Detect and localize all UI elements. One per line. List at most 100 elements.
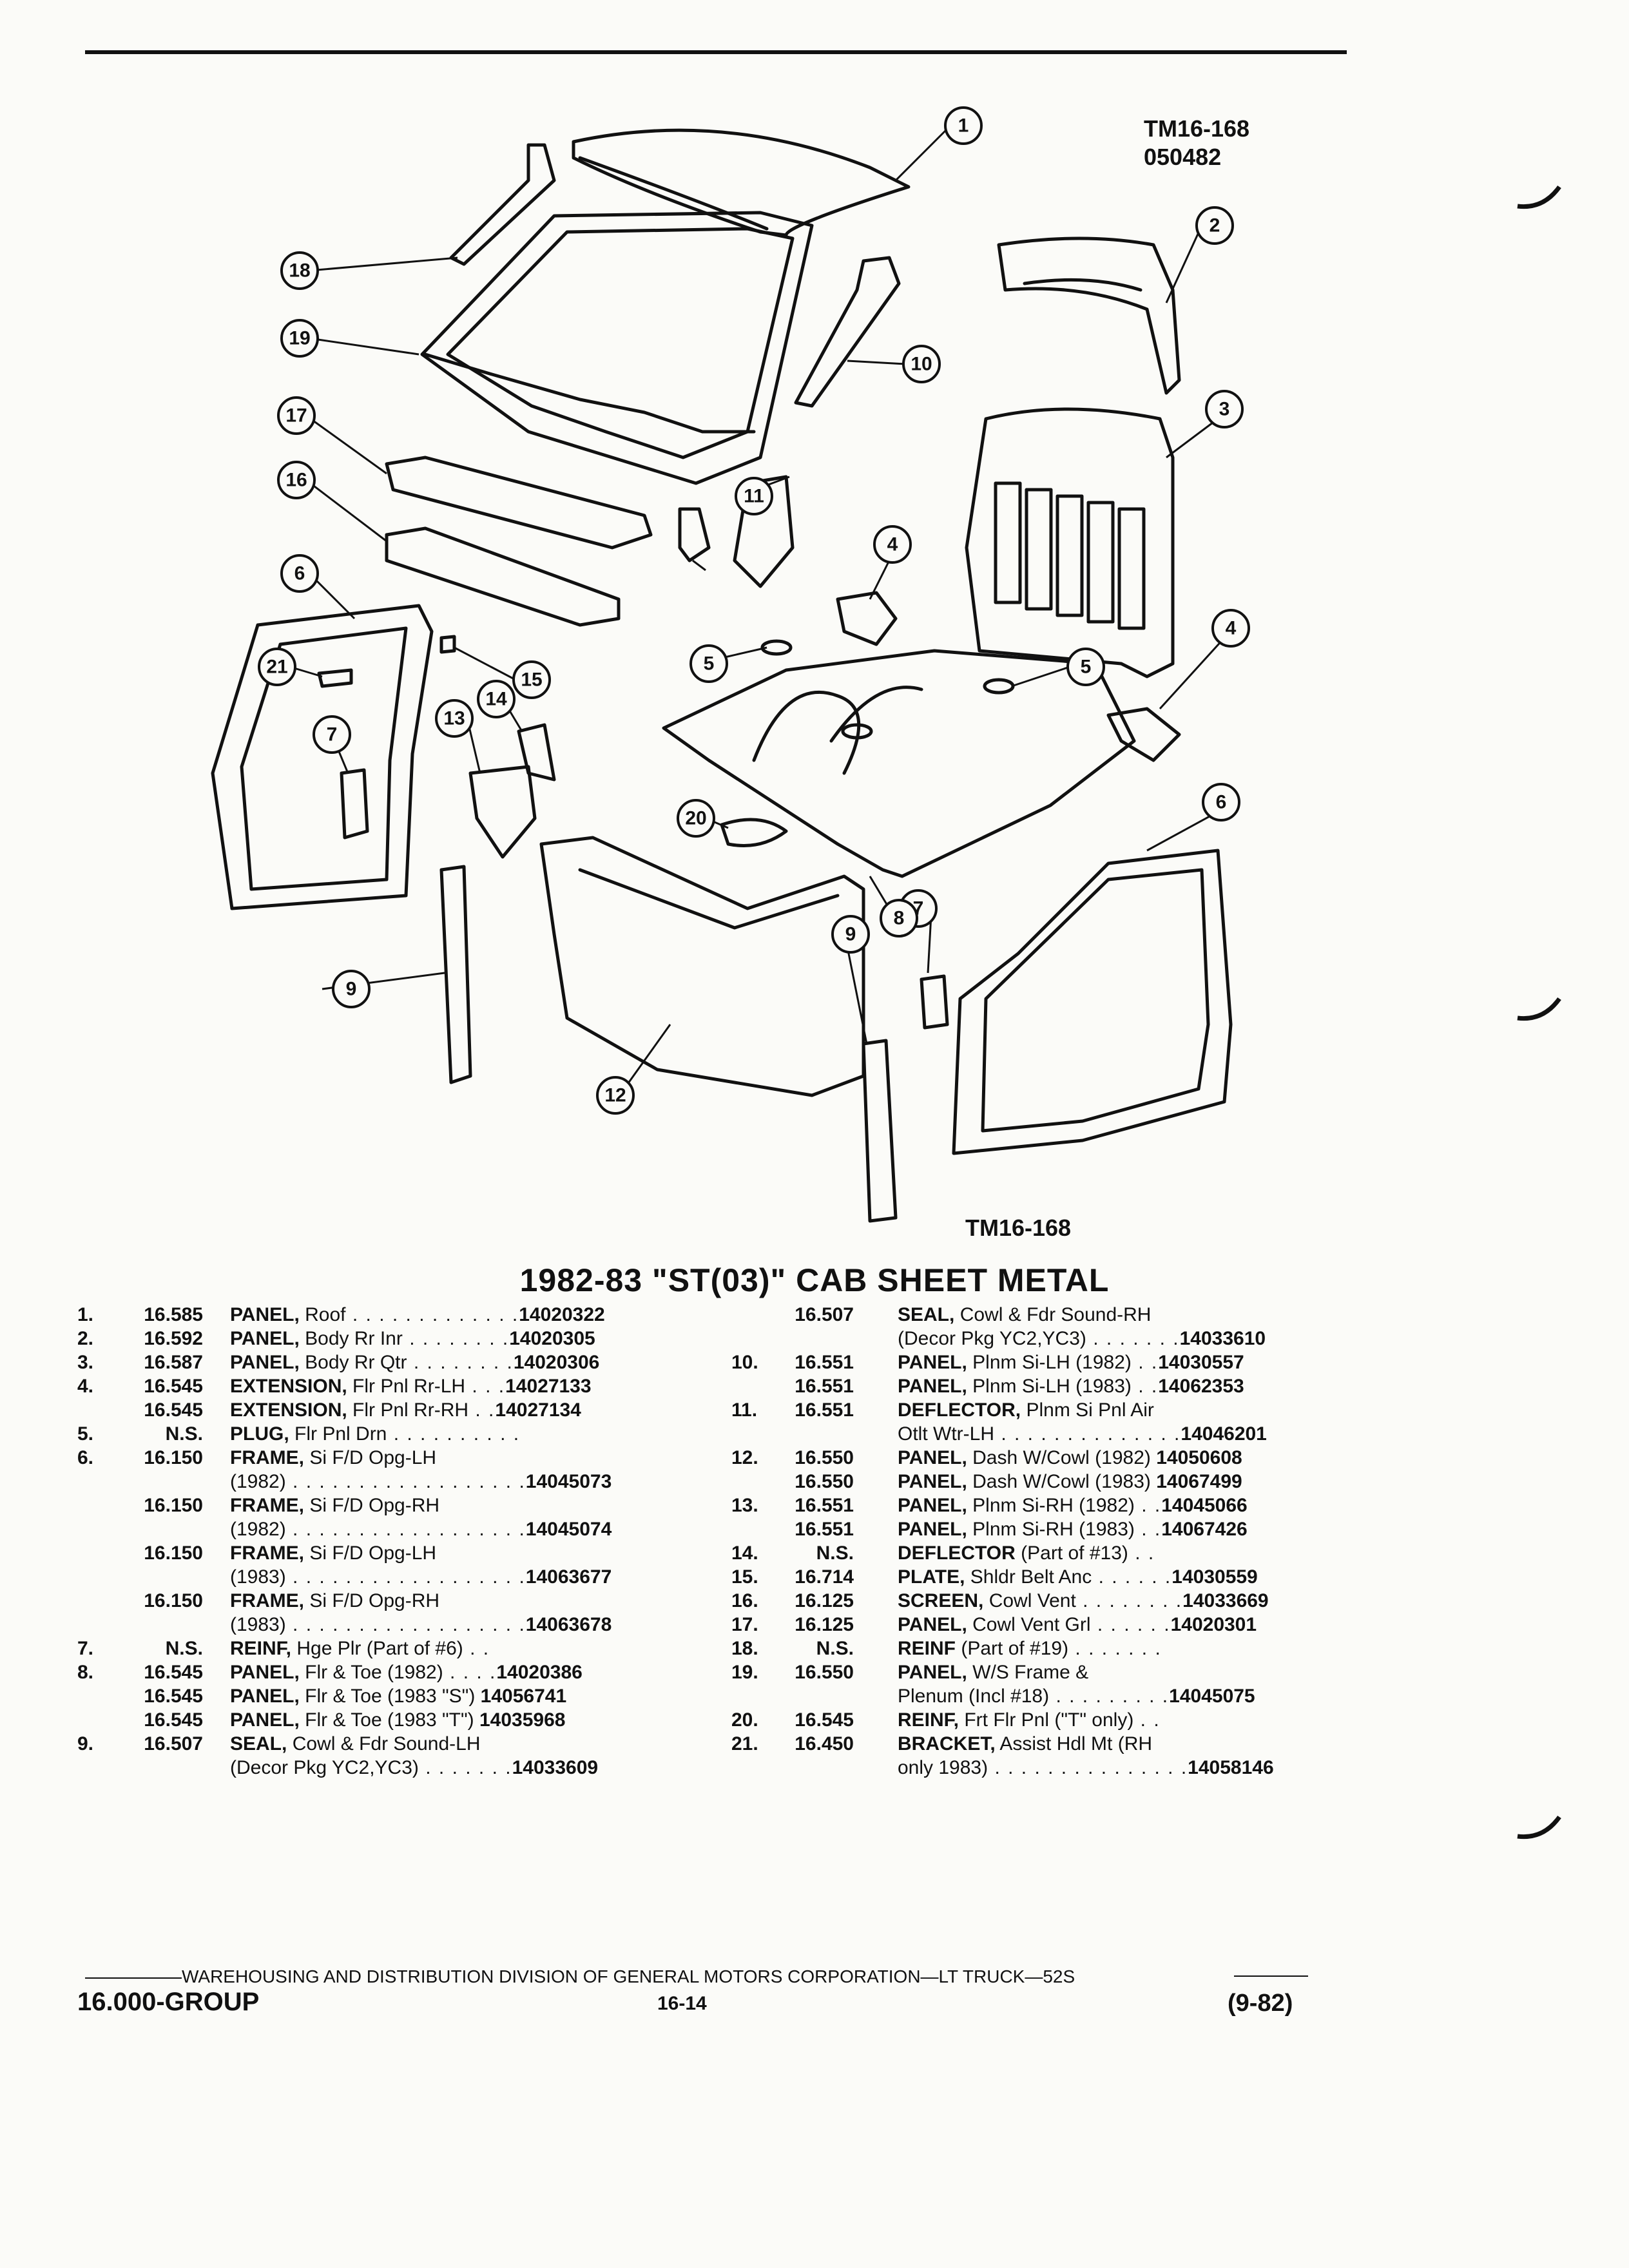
dot-leader: . . . . . . . . . . bbox=[387, 1423, 521, 1445]
part-detail: Otlt Wtr-LH bbox=[898, 1423, 994, 1445]
part-description: EXTENSION, Flr Pnl Rr-RH . .14027134 bbox=[230, 1398, 689, 1422]
dot-leader: . . bbox=[468, 1399, 496, 1421]
item-number: 17. bbox=[731, 1614, 758, 1635]
part-description: (1982) . . . . . . . . . . . . . . . . .… bbox=[230, 1517, 689, 1541]
dot-leader: . . . . bbox=[443, 1662, 497, 1683]
binder-mark bbox=[1517, 1815, 1561, 1840]
binder-mark bbox=[1517, 997, 1561, 1021]
callout-9b: 9 bbox=[845, 924, 856, 945]
part-name: PLUG, bbox=[230, 1423, 289, 1445]
dot-leader: . . bbox=[1131, 1352, 1159, 1373]
part-detail: (Decor Pkg YC2,YC3) bbox=[898, 1328, 1086, 1349]
dot-leader: . . . . . . . . . . . . . . . bbox=[988, 1757, 1188, 1778]
part-description: PANEL, Plnm Si-RH (1983) . .14067426 bbox=[898, 1517, 1344, 1541]
part-description: PANEL, Flr & Toe (1983 "S") 14056741 bbox=[230, 1684, 689, 1708]
part-number: 14067499 bbox=[1156, 1471, 1242, 1492]
part-number: 14046201 bbox=[1181, 1423, 1267, 1445]
group-number: 16.125 bbox=[795, 1614, 854, 1635]
dot-leader: . . . . . . bbox=[1090, 1614, 1171, 1635]
item-number: 7. bbox=[77, 1638, 94, 1659]
part-description: PANEL, Flr & Toe (1983 "T") 14035968 bbox=[230, 1708, 689, 1732]
callout-5b: 5 bbox=[1081, 657, 1092, 678]
dot-leader: . . bbox=[1134, 1519, 1162, 1540]
footer-rule-left bbox=[85, 1977, 182, 1979]
group-number: 16.150 bbox=[144, 1590, 203, 1611]
dot-leader: . . bbox=[463, 1638, 490, 1659]
group-number: 16.150 bbox=[144, 1447, 203, 1468]
footer-publisher-text: WAREHOUSING AND DISTRIBUTION DIVISION OF… bbox=[182, 1966, 1075, 1986]
item-number: 12. bbox=[731, 1447, 758, 1468]
part-name: PANEL, bbox=[898, 1376, 967, 1397]
group-number: 16.545 bbox=[144, 1709, 203, 1731]
cowl-screen-art bbox=[385, 526, 621, 627]
part-name: SEAL, bbox=[230, 1733, 287, 1754]
part-description: only 1983) . . . . . . . . . . . . . . .… bbox=[898, 1756, 1344, 1780]
part-detail: Dash W/Cowl (1982) bbox=[972, 1447, 1151, 1468]
part-name: FRAME, bbox=[230, 1447, 304, 1468]
callout-1: 1 bbox=[958, 115, 969, 137]
dot-leader: . . . . . . . . . . . . . . . . . . bbox=[285, 1519, 526, 1540]
section-title: 1982-83 "ST(03)" CAB SHEET METAL bbox=[519, 1262, 1110, 1298]
dot-leader: . . bbox=[1131, 1376, 1159, 1397]
part-description: FRAME, Si F/D Opg-RH bbox=[230, 1494, 689, 1517]
callout-4a: 4 bbox=[887, 534, 898, 555]
parts-row: Otlt Wtr-LH . . . . . . . . . . . . . .1… bbox=[731, 1422, 1344, 1446]
part-detail: (Part of #19) bbox=[961, 1638, 1069, 1659]
header-codes: TM16-168 050482 bbox=[1144, 115, 1249, 171]
reinf-right-art bbox=[794, 256, 901, 408]
part-detail: Assist Hdl Mt (RH bbox=[999, 1733, 1153, 1754]
part-description: (1983) . . . . . . . . . . . . . . . . .… bbox=[230, 1565, 689, 1589]
part-name: REINF bbox=[898, 1638, 956, 1659]
part-number: 14045075 bbox=[1169, 1686, 1255, 1707]
part-description: REINF (Part of #19) . . . . . . . bbox=[898, 1637, 1344, 1660]
part-description: (Decor Pkg YC2,YC3) . . . . . . .1403360… bbox=[230, 1756, 689, 1780]
part-detail: Dash W/Cowl (1983) bbox=[972, 1471, 1151, 1492]
parts-row: 7.N.S.REINF, Hge Plr (Part of #6) . . bbox=[77, 1637, 689, 1660]
callout-17: 17 bbox=[285, 405, 307, 427]
part-description: PANEL, Plnm Si-LH (1982) . .14030557 bbox=[898, 1350, 1344, 1374]
part-description: BRACKET, Assist Hdl Mt (RH bbox=[898, 1732, 1344, 1756]
group-number: 16.585 bbox=[144, 1304, 203, 1325]
callout-5a: 5 bbox=[704, 653, 715, 675]
part-detail: (1983) bbox=[230, 1566, 286, 1588]
part-detail: Plenum (Incl #18) bbox=[898, 1686, 1050, 1707]
callout-7a: 7 bbox=[327, 724, 338, 745]
parts-row: (1982) . . . . . . . . . . . . . . . . .… bbox=[77, 1470, 689, 1494]
group-number: 16.550 bbox=[795, 1471, 854, 1492]
part-detail: Flr & Toe (1983 "T") bbox=[305, 1709, 474, 1731]
part-detail: (Part of #13) bbox=[1021, 1542, 1128, 1564]
reinf-left-art bbox=[449, 143, 556, 266]
extension-rh-art bbox=[1106, 707, 1181, 762]
group-number: 16.592 bbox=[144, 1328, 203, 1349]
part-name: SEAL, bbox=[898, 1304, 955, 1325]
part-description: EXTENSION, Flr Pnl Rr-LH . . .14027133 bbox=[230, 1374, 689, 1398]
dot-leader: . . . . . . . . bbox=[1075, 1590, 1183, 1611]
reinf-front-floor-art bbox=[720, 818, 788, 847]
part-name: PANEL, bbox=[230, 1304, 300, 1325]
part-name: FRAME, bbox=[230, 1590, 304, 1611]
part-detail: Cowl Vent bbox=[988, 1590, 1076, 1611]
dash-panel-art bbox=[539, 836, 865, 1097]
item-number: 3. bbox=[77, 1352, 94, 1373]
part-description: REINF, Hge Plr (Part of #6) . . bbox=[230, 1637, 689, 1660]
dot-leader: . . . . . . . . . . . . . . . . . . bbox=[285, 1614, 526, 1635]
part-detail: Frt Flr Pnl ("T" only) bbox=[964, 1709, 1134, 1731]
callout-18a: 18 bbox=[289, 260, 310, 282]
part-detail: Flr & Toe (1983 "S") bbox=[305, 1686, 476, 1707]
callout-3: 3 bbox=[1219, 399, 1230, 420]
part-description: PANEL, Plnm Si-LH (1983) . .14062353 bbox=[898, 1374, 1344, 1398]
